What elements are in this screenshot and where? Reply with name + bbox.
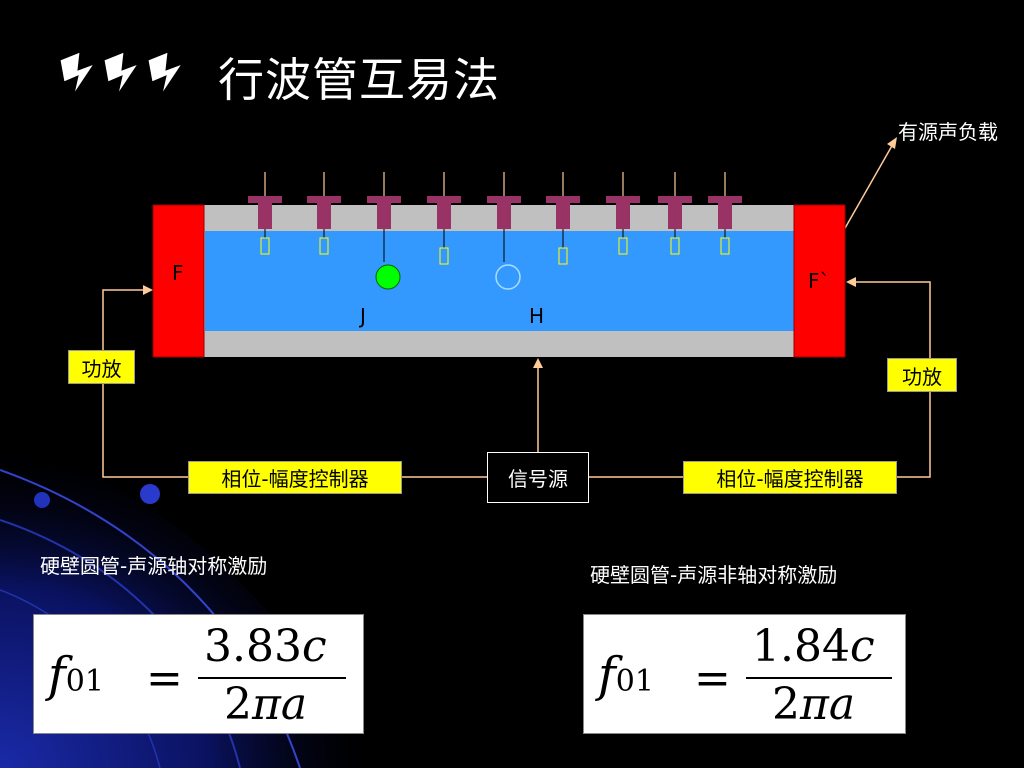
tube-end-right (793, 204, 846, 358)
point-j (375, 264, 401, 290)
formula-right-numerator: 1.84c (752, 621, 875, 672)
formula-right-num-var: c (849, 621, 875, 672)
point-h (495, 264, 521, 290)
formula-left-lhs: f (48, 647, 66, 703)
caption-left: 硬壁圆管-声源轴对称激励 (40, 554, 268, 578)
formula-left-fraction-bar (198, 677, 346, 679)
probe (487, 172, 521, 262)
formula-right-den-value: 2 (772, 679, 800, 730)
formula-left: f01 = 3.83c 2πa (33, 614, 364, 734)
arrow-heads (143, 137, 897, 368)
caption-right: 硬壁圆管-声源非轴对称激励 (590, 563, 838, 587)
probe (708, 172, 742, 255)
line-left-amp-to-controller (102, 353, 188, 478)
formula-left-denominator: 2πa (224, 679, 307, 730)
right-power-amplifier: 功放 (887, 358, 957, 392)
probe (367, 172, 401, 262)
formula-right-den-var: πa (800, 679, 856, 730)
formula-left-num-var: c (301, 621, 327, 672)
left-end-label: F (172, 261, 184, 285)
left-phase-amplitude-controller: 相位-幅度控制器 (188, 461, 402, 494)
formula-right-lhs: f (598, 647, 616, 703)
active-load-label: 有源声负载 (898, 120, 998, 144)
formula-left-den-value: 2 (224, 679, 252, 730)
left-power-amplifier: 功放 (68, 350, 135, 384)
formula-right: f01 = 1.84c 2πa (583, 614, 906, 734)
slide-title: 行波管互易法 (218, 53, 500, 107)
probe (658, 172, 692, 255)
formula-right-fraction-bar (746, 677, 892, 679)
formula-left-eq: = (146, 653, 183, 704)
probe (248, 172, 282, 255)
formula-left-num-value: 3.83 (204, 621, 302, 672)
formula-left-numerator: 3.83c (204, 621, 327, 672)
probe (307, 172, 341, 255)
probe (427, 172, 461, 265)
probe (546, 172, 580, 265)
line-right-amp-to-f (852, 281, 931, 358)
formula-left-den-var: πa (252, 679, 308, 730)
formula-right-eq: = (694, 653, 731, 704)
line-right-controller-to-amp (897, 392, 931, 478)
formula-right-sub: 01 (615, 664, 654, 699)
formula-right-num-value: 1.84 (752, 621, 850, 672)
right-phase-amplitude-controller: 相位-幅度控制器 (683, 461, 897, 494)
point-h-label: H (529, 304, 545, 328)
formula-right-denominator: 2πa (772, 679, 855, 730)
right-end-label: F` (808, 269, 830, 293)
probe (606, 172, 640, 255)
probe-array (248, 172, 742, 265)
signal-source: 信号源 (487, 452, 589, 503)
point-j-label: J (360, 304, 366, 328)
tube-end-left (152, 204, 205, 358)
line-left-amp-to-f (102, 289, 148, 353)
formula-left-sub: 01 (65, 664, 104, 699)
lightning-bolt-icons (59, 51, 184, 95)
